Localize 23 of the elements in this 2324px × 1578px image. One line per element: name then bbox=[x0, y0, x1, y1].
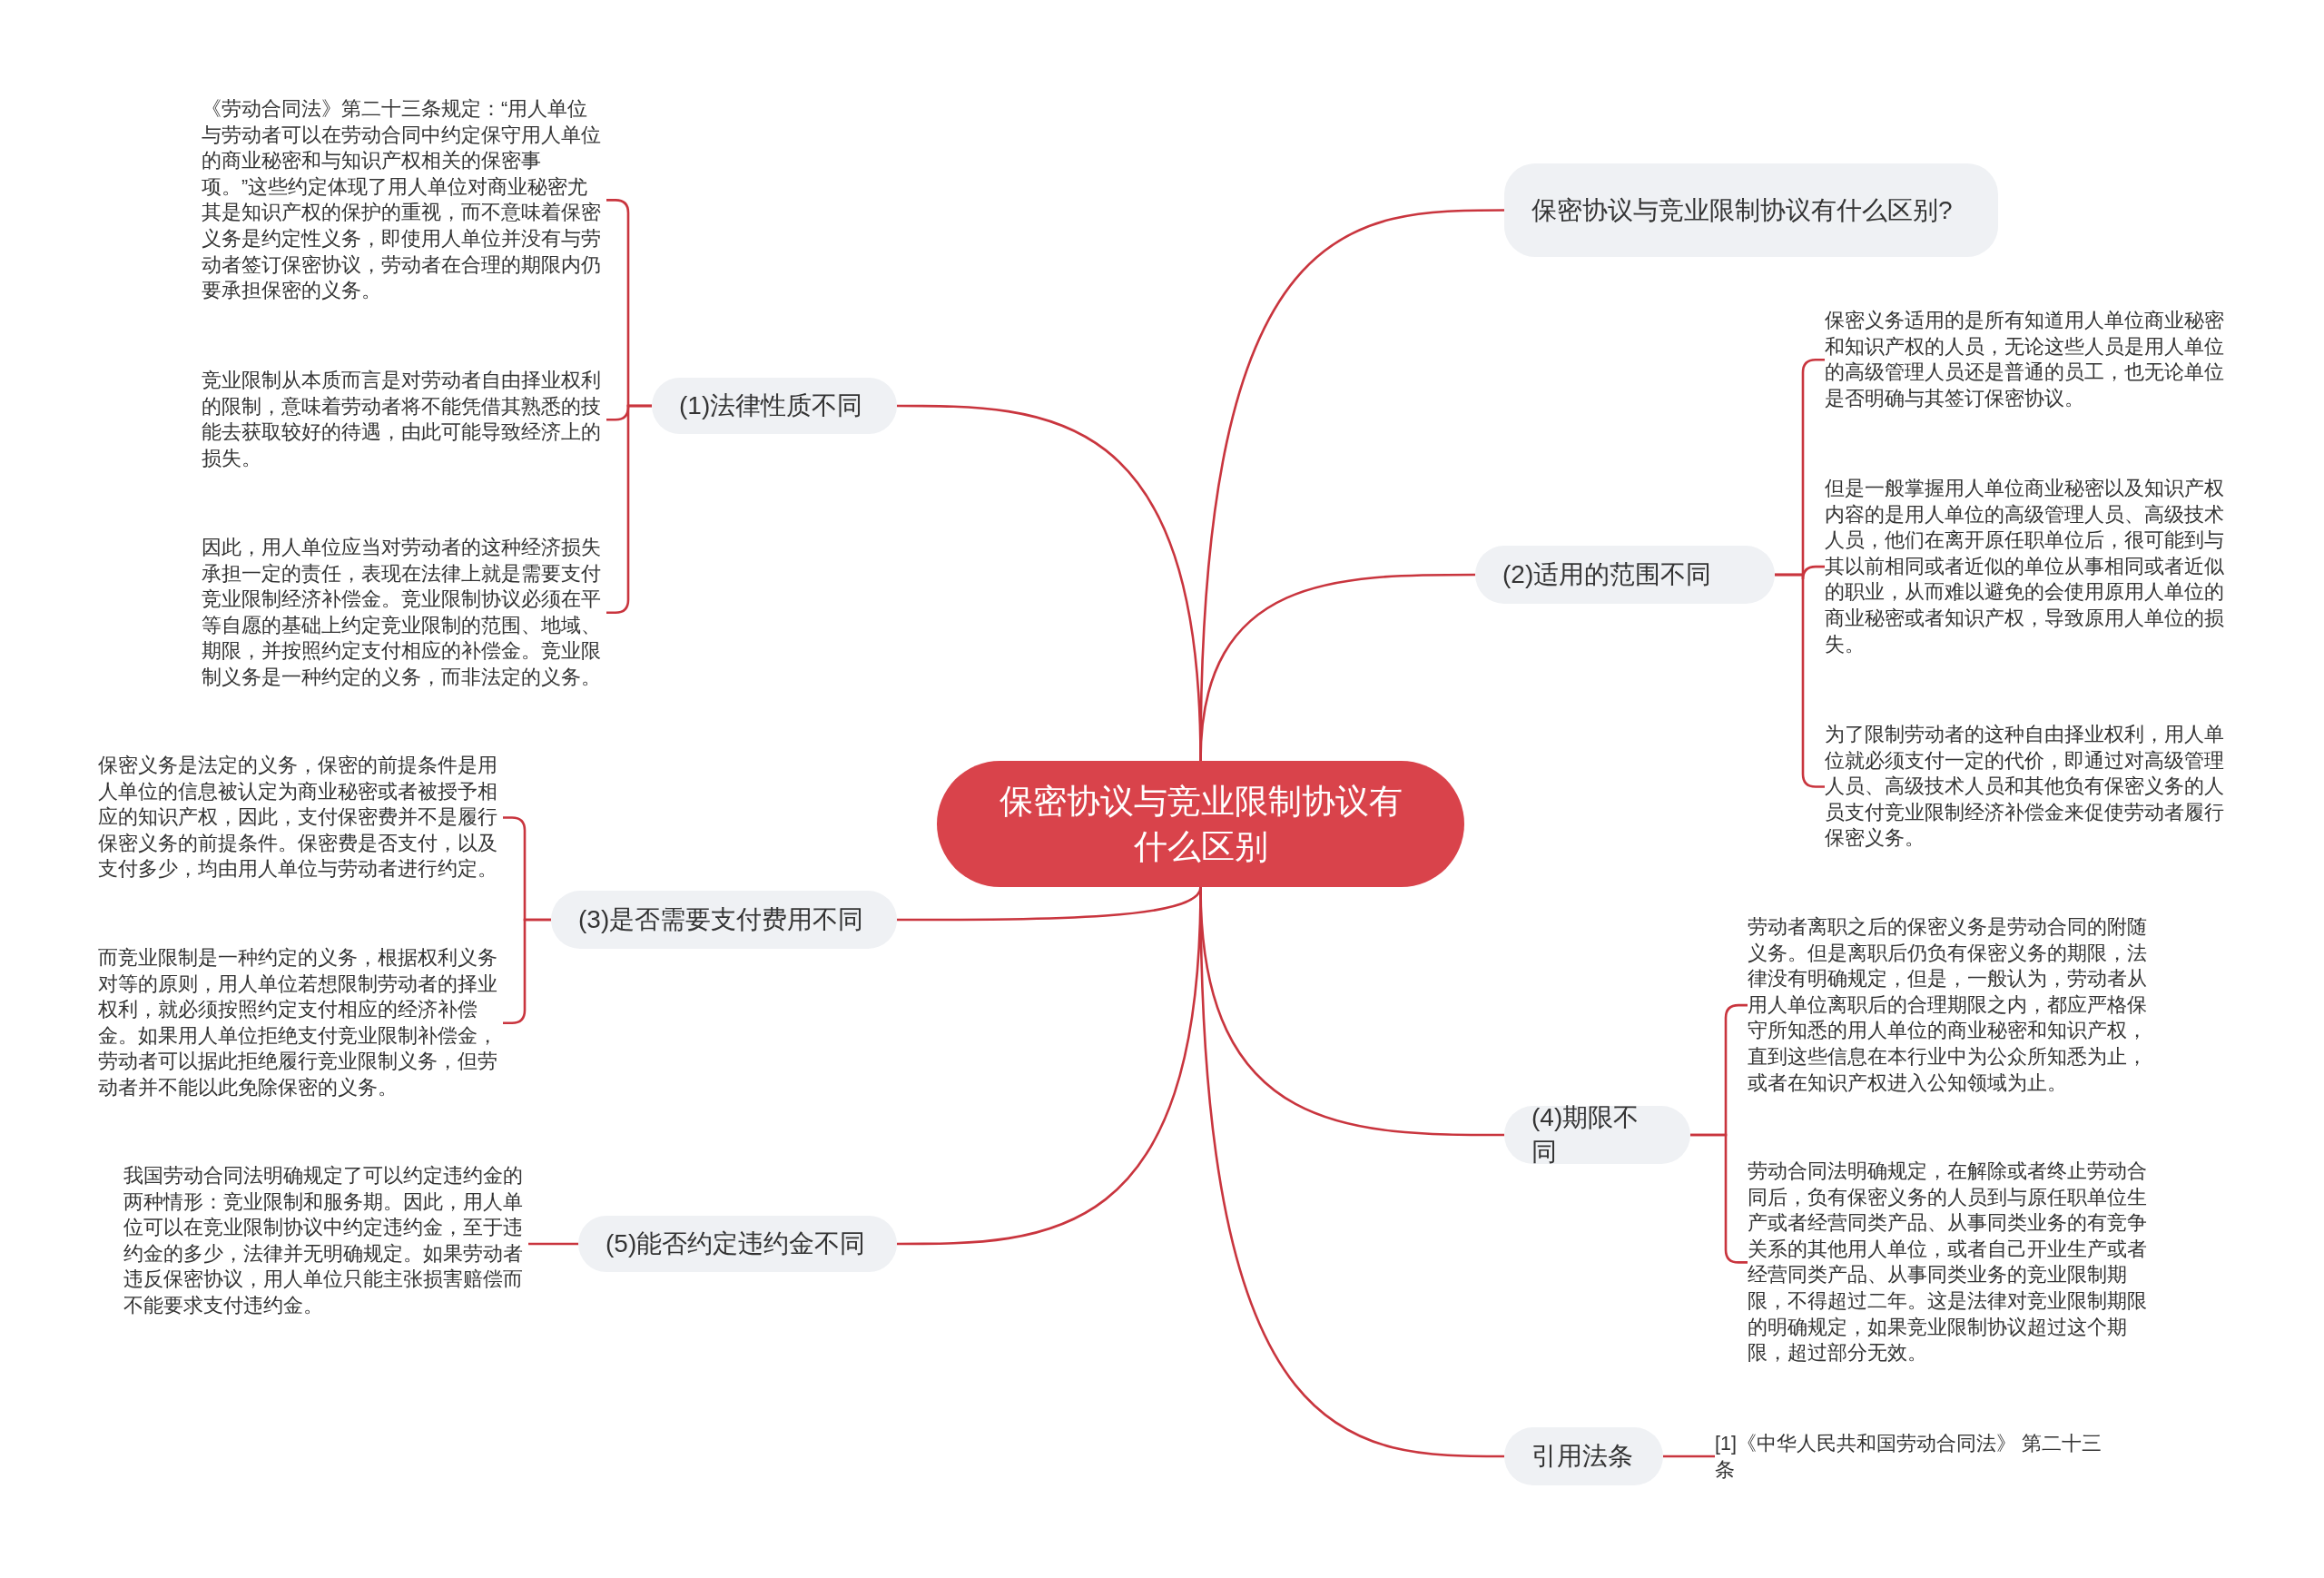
note-text: 保密义务是法定的义务，保密的前提条件是用人单位的信息被认定为商业秘密或者被授予相应的知识产权，因此，支付保密费并不是履行保密义务的前提条件。保密费是否支付，以及支付多少，均由用人单位与劳动者进行约定。 bbox=[98, 753, 503, 883]
note-text: 为了限制劳动者的这种自由择业权利，用人单位就必须支付一定的代价，即通过对高级管理人员、高级技术人员和其他负有保密义务的人员支付竞业限制经济补偿金来促使劳动者履行保密义务。 bbox=[1825, 722, 2230, 852]
connector-line bbox=[1199, 573, 1475, 762]
topic-box: (5)能否约定违约金不同 bbox=[578, 1216, 897, 1272]
note-text: 但是一般掌握用人单位商业秘密以及知识产权内容的是用人单位的高级管理人员、高级技术人员，他们在离开原任职单位后，很可能到与其以前相同或者近似的单位从事相同或者近似的职业，从而难以避免的会使用原用人单位的商业秘密或者知识产权，导致原用人单位的损失。 bbox=[1825, 476, 2230, 658]
connector-line bbox=[528, 1242, 578, 1246]
topic-box: (2)适用的范围不同 bbox=[1475, 546, 1775, 604]
topic-box: (4)期限不同 bbox=[1504, 1106, 1690, 1164]
topic-box: (3)是否需要支付费用不同 bbox=[551, 891, 897, 949]
central-topic: 保密协议与竞业限制协议有什么区别 bbox=[937, 761, 1464, 887]
topic-box: (1)法律性质不同 bbox=[652, 378, 897, 434]
note-text: 劳动合同法明确规定，在解除或者终止劳动合同后，负有保密义务的人员到与原任职单位生产或者经营同类产品、从事同类业务的有竞争关系的其他用人单位，或者自己开业生产或者经营同类产品、从事同类业务的竞业限制期限，不得超过二年。这是法律对竞业限制期限的明确规定，如果竞业限制协议超过这个期限，超过部分无效。 bbox=[1748, 1159, 2152, 1366]
note-text: 因此，用人单位应当对劳动者的这种经济损失承担一定的责任，表现在法律上就是需要支付竞业限制经济补偿金。竞业限制协议必须在平等自愿的基础上约定竞业限制的范围、地域、期限，并按照约定支付相应的补偿金。竞业限制义务是一种约定的义务，而非法定的义务。 bbox=[202, 535, 606, 691]
topic-box: 保密协议与竞业限制协议有什么区别? bbox=[1504, 163, 1998, 257]
note-text: [1]《中华人民共和国劳动合同法》 第二十三条 bbox=[1715, 1431, 2114, 1484]
note-text: 而竞业限制是一种约定的义务，根据权利义务对等的原则，用人单位若想限制劳动者的择业权利，就必须按照约定支付相应的经济补偿金。如果用人单位拒绝支付竞业限制补偿金，劳动者可以据此拒绝履行竞业限制义务，但劳动者并不能以此免除保密的义务。 bbox=[98, 945, 503, 1101]
note-text: 劳动者离职之后的保密义务是劳动合同的附随义务。但是离职后仍负有保密义务的期限，法律没有明确规定，但是，一般认为，劳动者从用人单位离职后的合理期限之内，都应严格保守所知悉的用人单位的商业秘密和知识产权，直到这些信息在本行业中为公众所知悉为止，或者在知识产权进入公知领域为止。 bbox=[1748, 914, 2152, 1097]
note-text: 保密义务适用的是所有知道用人单位商业秘密和知识产权的人员，无论这些人员是用人单位的高级管理人员还是普通的员工，也无论单位是否明确与其签订保密协议。 bbox=[1825, 308, 2230, 412]
connector-line bbox=[1663, 1455, 1715, 1458]
note-text: 我国劳动合同法明确规定了可以约定违约金的两种情形：竞业限制和服务期。因此，用人单位可以在竞业限制协议中约定违约金，至于违约金的多少，法律并无明确规定。如果劳动者违反保密协议，用人单位只能主张损害赔偿而不能要求支付违约金。 bbox=[123, 1163, 528, 1319]
note-text: 竞业限制从本质而言是对劳动者自由择业权利的限制，意味着劳动者将不能凭借其熟悉的技能去获取较好的待遇，由此可能导致经济上的损失。 bbox=[202, 368, 606, 472]
topic-box: 引用法条 bbox=[1504, 1427, 1663, 1485]
note-text: 《劳动合同法》第二十三条规定：“用人单位与劳动者可以在劳动合同中约定保守用人单位的商业秘密和与知识产权相关的保密事项。”这些约定体现了用人单位对商业秘密尤其是知识产权的保护的重视，而不意味着保密义务是约定性义务，即使用人单位并没有与劳动者签订保密协议，劳动者在合理的期限内仍要承担保密的义务。 bbox=[202, 96, 606, 304]
